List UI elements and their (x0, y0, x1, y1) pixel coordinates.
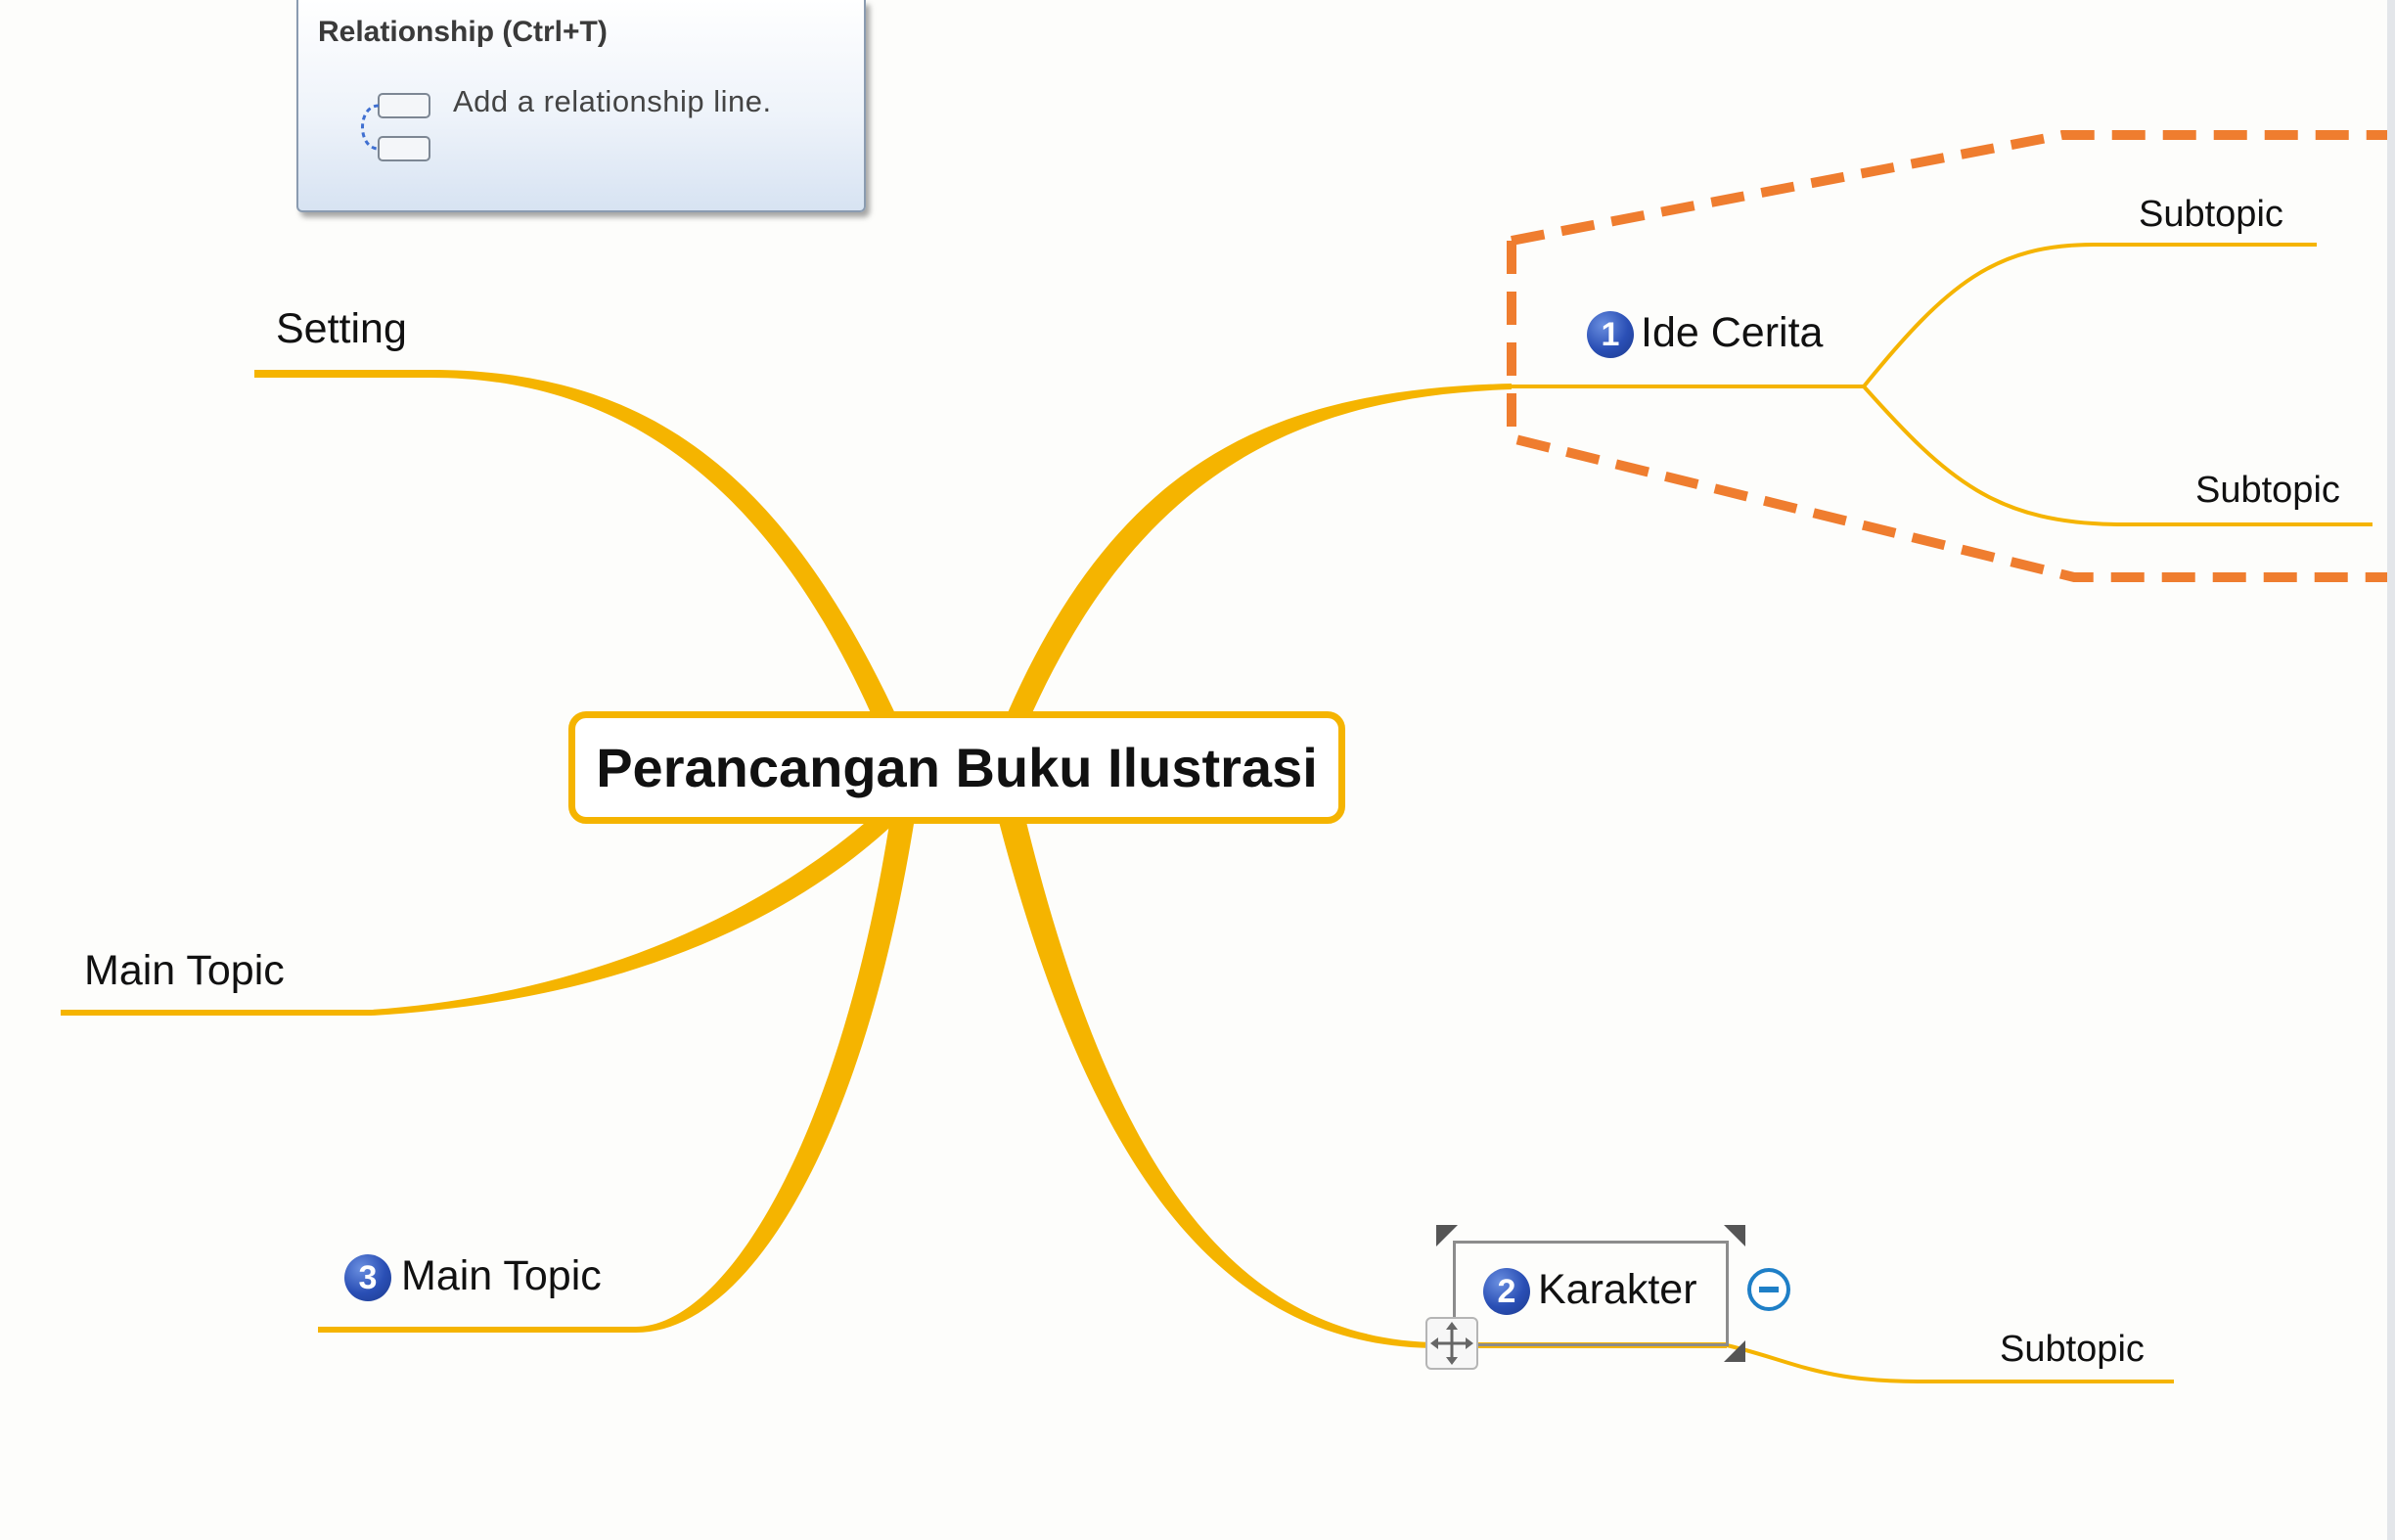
priority-3-icon: 3 (344, 1254, 391, 1301)
subtopic-ide-2[interactable]: Subtopic (2195, 470, 2340, 511)
subtopic-karakter-1[interactable]: Subtopic (2000, 1329, 2145, 1370)
topic-setting[interactable]: Setting (276, 305, 407, 352)
branch-subtopic-karakter-1 (1726, 1343, 2174, 1383)
topic-main-topic-bottom[interactable]: Main Topic (401, 1252, 602, 1299)
resize-handles[interactable] (1436, 1225, 1745, 1362)
branch-subtopic-ide-2 (1862, 385, 2372, 526)
boundary-outline[interactable] (1507, 130, 2387, 582)
branch-setting (254, 370, 900, 724)
branch-main-topic-left (61, 818, 900, 1016)
move-handle-icon[interactable] (1425, 1317, 1478, 1370)
scrollbar-edge[interactable] (2387, 0, 2395, 1540)
relationship-icon (361, 93, 430, 161)
priority-1-icon: 1 (1587, 311, 1634, 358)
resize-handle-bottom-right (1724, 1340, 1745, 1362)
branch-karakter (998, 818, 1727, 1348)
tooltip-title: Relationship (Ctrl+T) (318, 16, 608, 48)
subtopic-ide-1[interactable]: Subtopic (2139, 194, 2283, 235)
topic-main-topic-left[interactable]: Main Topic (84, 947, 285, 994)
tooltip-description: Add a relationship line. (453, 84, 772, 118)
selected-topic-frame[interactable] (1453, 1241, 1729, 1346)
branch-ide-cerita (1003, 384, 1512, 724)
resize-handle-top-right (1724, 1225, 1745, 1246)
collapse-minus-icon[interactable] (1747, 1268, 1790, 1311)
central-topic-label: Perancangan Buku Ilustrasi (596, 737, 1318, 798)
topic-karakter[interactable]: Karakter (1538, 1266, 1697, 1313)
branch-subtopic-ide-1 (1862, 243, 2317, 388)
topic-ide-cerita[interactable]: Ide Cerita (1641, 309, 1824, 356)
resize-handle-top-left (1436, 1225, 1458, 1246)
central-topic[interactable]: Perancangan Buku Ilustrasi (568, 711, 1345, 824)
relationship-tooltip: Relationship (Ctrl+T) Add a relationship… (296, 0, 866, 212)
priority-2-icon: 2 (1483, 1268, 1530, 1315)
